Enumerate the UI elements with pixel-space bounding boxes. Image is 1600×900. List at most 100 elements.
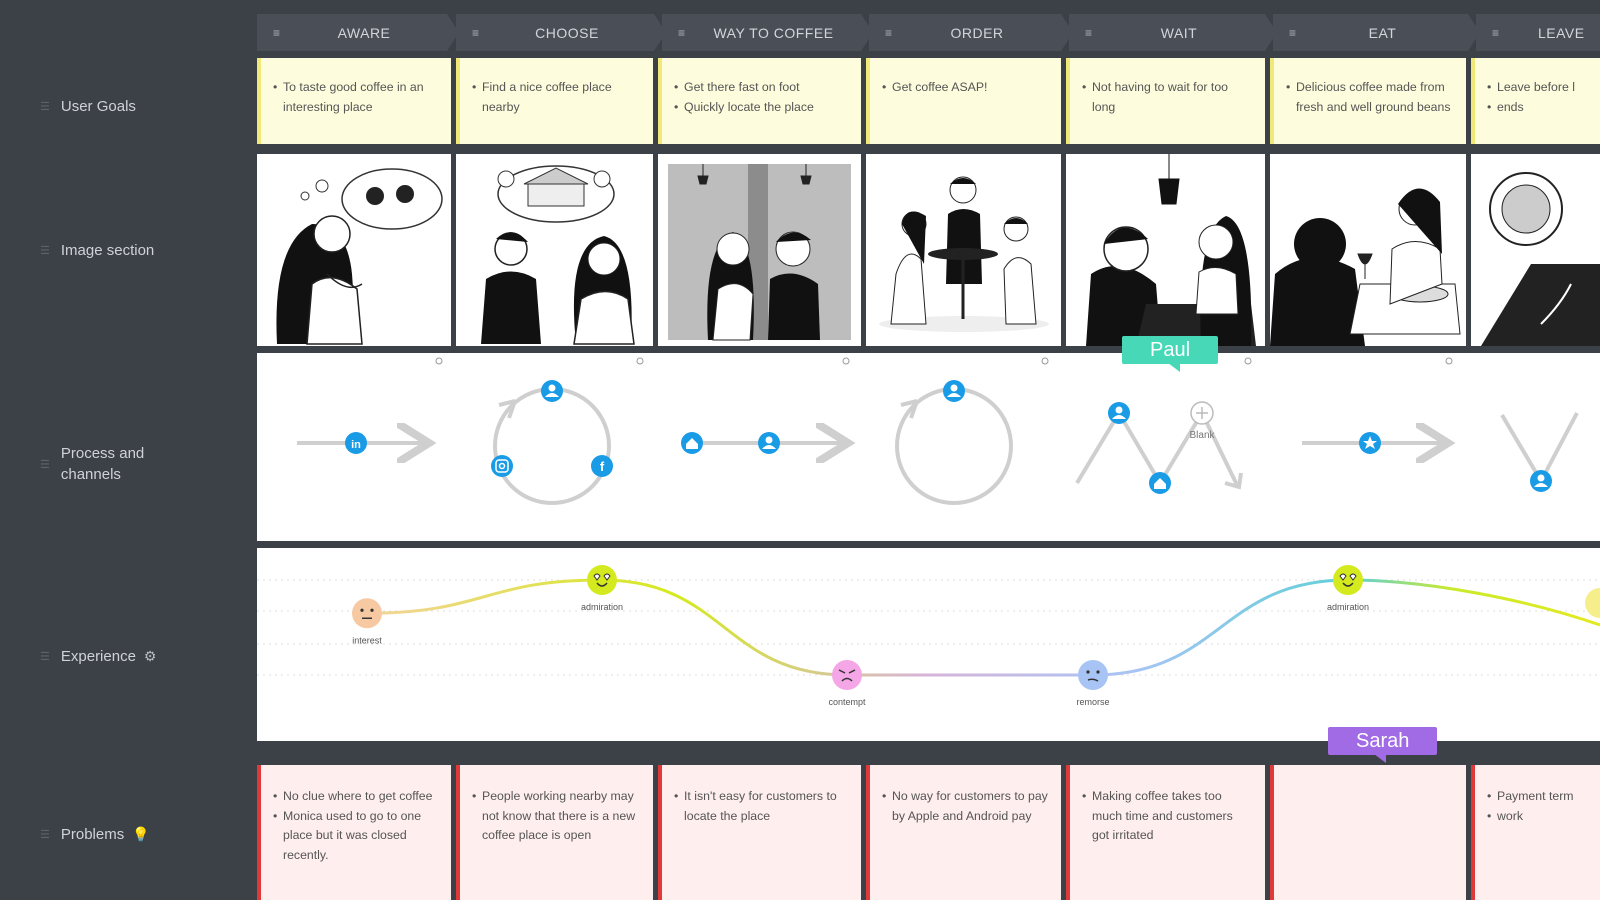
user-icon[interactable] — [1530, 470, 1552, 492]
row-label-user-goals[interactable]: ☰ User Goals — [40, 96, 136, 117]
collaborator-cursor-paul: Paul — [1122, 336, 1219, 372]
note-bullet: ends — [1487, 98, 1599, 118]
leaving-illustration — [1481, 172, 1600, 346]
note-bullet: Delicious coffee made from fresh and wel… — [1286, 78, 1454, 117]
home-icon[interactable] — [1149, 472, 1171, 494]
stage-way-to-coffee[interactable]: ≡ WAY TO COFFEE — [662, 14, 873, 51]
problem-note[interactable]: People working nearby may not know that … — [456, 765, 653, 900]
user-icon[interactable] — [1108, 402, 1130, 424]
linkedin-icon[interactable]: in — [345, 432, 367, 454]
emotion-point-admiration[interactable]: admiration — [1327, 565, 1369, 612]
star-icon[interactable] — [1359, 432, 1381, 454]
drag-handle-icon[interactable]: ☰ — [40, 458, 50, 471]
couple-choosing-restaurant-illustration — [481, 165, 635, 345]
goal-note[interactable]: Get coffee ASAP! — [866, 58, 1061, 144]
emotion-point-remorse[interactable]: remorse — [1076, 660, 1110, 707]
storyboard-image[interactable] — [866, 154, 1061, 346]
menu-icon[interactable]: ≡ — [885, 25, 893, 40]
row-label-image-section[interactable]: ☰ Image section — [40, 240, 154, 261]
emotion-face-icon — [587, 565, 617, 595]
instagram-icon[interactable] — [491, 455, 513, 477]
problem-note[interactable]: No clue where to get coffee Monica used … — [257, 765, 451, 900]
stage-name: LEAVE — [1538, 24, 1585, 41]
couple-waiting-illustration — [1086, 154, 1256, 346]
stage-order[interactable]: ≡ ORDER — [869, 14, 1073, 51]
stage-name: ORDER — [950, 24, 1004, 41]
menu-icon[interactable]: ≡ — [1085, 25, 1093, 40]
stage-aware[interactable]: ≡ AWARE — [257, 14, 459, 51]
experience-line — [366, 578, 1600, 677]
stage-choose[interactable]: ≡ CHOOSE — [456, 14, 666, 51]
goal-note[interactable]: Delicious coffee made from fresh and wel… — [1270, 58, 1466, 144]
row-label-text: Image section — [60, 242, 155, 259]
goal-note[interactable]: Leave before l ends — [1471, 58, 1600, 144]
journey-map-board: ≡ AWARE ≡ CHOOSE ≡ WAY TO COFFEE ≡ ORDER… — [257, 0, 1600, 900]
note-bullet: Monica used to go to one place but it wa… — [273, 807, 439, 866]
goal-note[interactable]: To taste good coffee in an interesting p… — [257, 58, 451, 144]
emotion-label: admiration — [1327, 602, 1369, 612]
row-label-process-channels[interactable]: ☰ Process and channels — [40, 443, 144, 485]
drag-handle-icon[interactable]: ☰ — [40, 245, 50, 257]
drag-handle-icon[interactable]: ☰ — [40, 829, 50, 841]
storyboard-image[interactable] — [1066, 154, 1265, 346]
row-label-text: Process and channels — [61, 443, 144, 485]
emotion-face-icon — [832, 660, 862, 690]
note-bullet: Making coffee takes too much time and cu… — [1082, 787, 1253, 846]
storyboard-image[interactable] — [1270, 154, 1466, 346]
problem-note[interactable] — [1270, 765, 1466, 900]
problem-note[interactable]: Payment term work — [1471, 765, 1600, 900]
note-bullet: No clue where to get coffee — [273, 787, 439, 807]
note-bullet: Find a nice coffee place nearby — [472, 78, 641, 117]
experience-panel[interactable]: interest admiration contempt remorse admirat… — [257, 548, 1600, 741]
storyboard-image[interactable] — [658, 154, 861, 346]
goal-note[interactable]: Not having to wait for too long — [1066, 58, 1265, 144]
problem-note[interactable]: No way for customers to pay by Apple and… — [866, 765, 1061, 900]
row-label-line: Process and — [60, 445, 145, 462]
user-icon[interactable] — [758, 432, 780, 454]
storyboard-image[interactable] — [1471, 154, 1600, 346]
stage-name: CHOOSE — [535, 24, 599, 41]
storyboard-image[interactable] — [456, 154, 653, 346]
stage-eat[interactable]: ≡ EAT — [1273, 14, 1480, 51]
storyboard-image[interactable] — [257, 154, 451, 346]
collaborator-cursor-sarah: Sarah — [1328, 727, 1438, 763]
process-channels-panel[interactable]: in f Blank — [257, 353, 1600, 541]
goal-note[interactable]: Get there fast on foot Quickly locate th… — [658, 58, 861, 144]
emotion-face-icon[interactable] — [1585, 588, 1600, 618]
row-label-text: Problems — [60, 826, 125, 843]
emotion-face-icon — [1078, 660, 1108, 690]
emotion-label: admiration — [581, 602, 623, 612]
menu-icon[interactable]: ≡ — [1289, 25, 1297, 40]
home-icon[interactable] — [681, 432, 703, 454]
menu-icon[interactable]: ≡ — [273, 25, 281, 40]
menu-icon[interactable]: ≡ — [1492, 25, 1500, 40]
menu-icon[interactable]: ≡ — [678, 25, 686, 40]
drag-handle-icon[interactable]: ☰ — [40, 651, 50, 663]
emotion-point-contempt[interactable]: contempt — [828, 660, 866, 707]
stage-leave[interactable]: ≡ LEAVE — [1476, 14, 1600, 51]
emotion-point-admiration[interactable]: admiration — [581, 565, 623, 612]
user-icon[interactable] — [943, 380, 965, 402]
note-bullet: People working nearby may not know that … — [472, 787, 641, 846]
goal-note[interactable]: Find a nice coffee place nearby — [456, 58, 653, 144]
note-bullet: Leave before l — [1487, 78, 1599, 98]
user-icon[interactable] — [541, 380, 563, 402]
row-label-problems[interactable]: ☰ Problems 💡 — [40, 824, 150, 845]
plus-icon[interactable] — [1190, 401, 1214, 425]
problem-note[interactable]: It isn't easy for customers to locate th… — [658, 765, 861, 900]
emotion-point-interest[interactable]: interest — [352, 598, 382, 645]
gear-icon[interactable]: ⚙ — [143, 648, 157, 664]
stage-name: AWARE — [337, 24, 391, 41]
row-label-experience[interactable]: ☰ Experience ⚙ — [40, 646, 156, 667]
note-bullet: Get there fast on foot — [674, 78, 849, 98]
note-bullet: Payment term — [1487, 787, 1599, 807]
drag-handle-icon[interactable]: ☰ — [40, 101, 50, 113]
facebook-icon[interactable]: f — [591, 455, 613, 477]
note-bullet: It isn't easy for customers to locate th… — [674, 787, 849, 826]
stage-wait[interactable]: ≡ WAIT — [1069, 14, 1277, 51]
menu-icon[interactable]: ≡ — [472, 25, 480, 40]
note-bullet: Get coffee ASAP! — [882, 78, 1049, 98]
note-bullet: To taste good coffee in an interesting p… — [273, 78, 439, 117]
problem-note[interactable]: Making coffee takes too much time and cu… — [1066, 765, 1265, 900]
lightbulb-icon[interactable]: 💡 — [132, 826, 150, 842]
